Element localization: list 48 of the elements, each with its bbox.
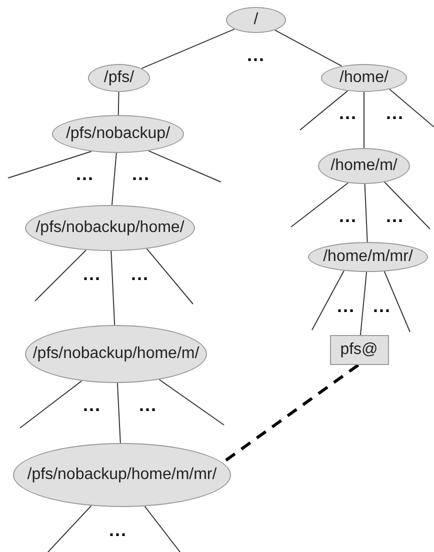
path-label: /pfs/nobackup/ <box>66 125 170 143</box>
ellipsis-text: ... <box>339 107 357 119</box>
connector-line <box>384 270 410 332</box>
path-label: /home/m/mr/ <box>323 248 413 266</box>
path-label: /pfs/nobackup/home/m/mr/ <box>27 466 217 484</box>
ellipsis-text: ... <box>339 210 357 222</box>
ellipsis-text: ... <box>83 268 101 280</box>
connector-line <box>148 150 222 182</box>
symlink-box <box>330 335 388 365</box>
connector-line <box>384 182 430 230</box>
connector-line <box>144 506 180 552</box>
connector-line <box>20 380 82 428</box>
connector-line <box>158 379 224 426</box>
connector-line <box>34 250 87 302</box>
connector-line <box>118 92 120 116</box>
path-label: /pfs/ <box>104 69 134 87</box>
ellipsis-text: ... <box>373 300 391 312</box>
ellipsis-text: ... <box>83 399 101 411</box>
connector-line <box>111 152 117 206</box>
ellipsis-text: ... <box>247 49 265 61</box>
path-label: pfs@ <box>340 341 378 359</box>
connector-line <box>312 270 344 330</box>
ellipsis-text: ... <box>139 399 157 411</box>
connector-line <box>110 250 116 326</box>
connector-line <box>364 184 368 242</box>
ellipsis-text: ... <box>132 168 150 180</box>
path-ellipse <box>226 7 286 33</box>
connector-line <box>290 182 349 228</box>
path-label: / <box>254 11 258 29</box>
ellipsis-text: ... <box>109 524 127 536</box>
ellipsis-text: ... <box>386 210 404 222</box>
path-label: /home/ <box>340 69 388 87</box>
connector-line <box>116 382 121 444</box>
path-ellipse <box>88 64 150 92</box>
ellipsis-text: ... <box>76 168 94 180</box>
connector-line <box>146 248 194 304</box>
ellipsis-text: ... <box>386 107 404 119</box>
connector-line <box>48 505 92 552</box>
path-label: /pfs/nobackup/home/ <box>36 219 184 237</box>
path-label: /pfs/nobackup/home/m/ <box>32 345 200 363</box>
connector-line <box>360 272 368 336</box>
ellipsis-text: ... <box>131 268 149 280</box>
path-label: /home/m/ <box>330 157 398 175</box>
connector-line <box>274 30 342 67</box>
connector-line <box>300 90 348 130</box>
connector-line <box>141 28 236 69</box>
ellipsis-text: ... <box>337 300 355 312</box>
connector-line <box>389 88 434 128</box>
